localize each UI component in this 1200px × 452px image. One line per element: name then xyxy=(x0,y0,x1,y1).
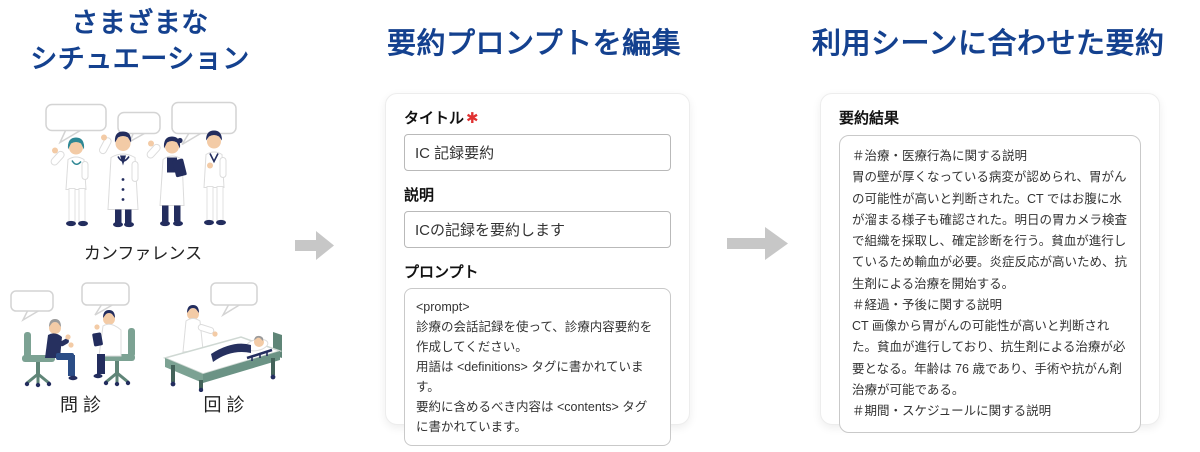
prompt-field-label: プロンプト xyxy=(404,264,479,281)
summary-result-card: 要約結果 ＃治療・医療行為に関する説明 胃の壁が厚くなっている病変が認められ、胃… xyxy=(820,93,1160,434)
left-section-title: さまざまな シチュエーション xyxy=(30,8,250,74)
summary-result-box: ＃治療・医療行為に関する説明 胃の壁が厚くなっている病変が認められ、胃がんの可能… xyxy=(839,135,1141,434)
conference-label: カンファレンス xyxy=(83,244,203,263)
interview-svg xyxy=(10,282,135,388)
speech-bubble xyxy=(210,282,258,318)
interview-label: 問 診 xyxy=(59,395,101,415)
prompt-textarea[interactable]: <prompt> 診療の会話記録を使って、診療内容要約を作成してください。 用語… xyxy=(404,288,671,446)
conference-illustration xyxy=(38,98,248,236)
rounds-svg xyxy=(162,282,283,392)
conference-svg xyxy=(45,101,237,228)
description-field-label: 説明 xyxy=(404,187,435,204)
person-nurse-2 xyxy=(203,130,227,226)
flow-arrow-icon xyxy=(295,230,335,261)
title-field-label: タイトル✱ xyxy=(404,110,671,128)
rounds-illustration xyxy=(153,282,295,392)
doctor-sitting xyxy=(92,310,135,387)
person-doctor-2 xyxy=(146,136,187,227)
patient-sitting xyxy=(22,319,78,388)
right-section-title: 利用シーンに合わせた要約 xyxy=(812,28,1165,60)
title-label-text: タイトル xyxy=(404,110,465,127)
title-input[interactable]: IC 記録要約 xyxy=(404,134,671,171)
rounds-label: 回 診 xyxy=(203,395,245,415)
person-nurse-1 xyxy=(50,137,89,227)
required-asterisk-icon: ✱ xyxy=(466,110,479,127)
speech-bubbles xyxy=(10,282,130,322)
description-input[interactable]: ICの記録を要約します xyxy=(404,211,671,248)
middle-section-title: 要約プロンプトを編集 xyxy=(387,28,682,60)
result-label: 要約結果 xyxy=(839,110,900,127)
nurse-standing xyxy=(182,305,218,353)
interview-illustration xyxy=(8,282,153,392)
flow-arrow-icon xyxy=(727,226,789,261)
hospital-bed xyxy=(162,332,283,392)
prompt-edit-card: タイトル✱ IC 記録要約 説明 ICの記録を要約します プロンプト <prom… xyxy=(385,93,690,446)
speech-bubbles xyxy=(45,101,237,146)
person-doctor-1 xyxy=(98,131,139,228)
